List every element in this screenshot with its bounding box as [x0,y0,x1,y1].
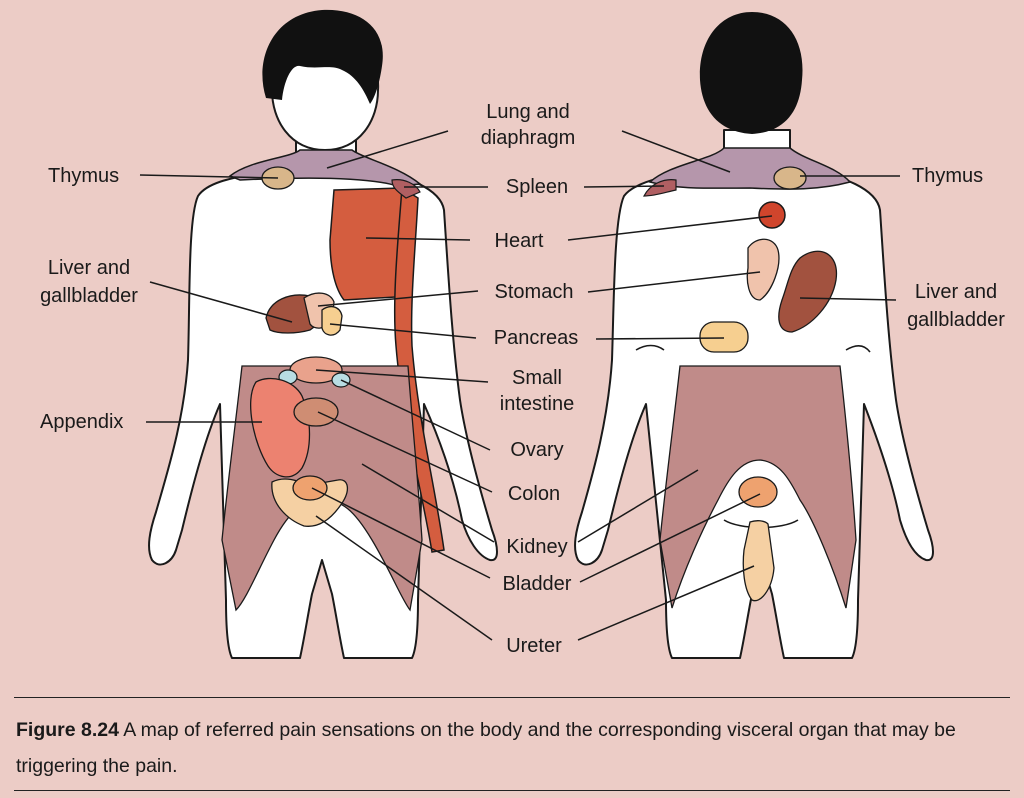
label-ovary: Ovary [510,439,563,461]
caption-top-rule [14,697,1010,698]
label-small-intestine-line2: intestine [500,393,575,415]
label-liver-left-line2: gallbladder [40,285,138,307]
leader-lines [139,130,900,641]
front-spleen-region [391,179,421,199]
caption-bottom-rule [14,790,1010,791]
back-head-hair [699,12,803,134]
label-spleen: Spleen [506,176,568,198]
front-colon-region [293,397,339,427]
referred-pain-diagram: Lung and diaphragm Thymus Thymus Spleen … [40,9,1005,659]
caption-figure-number: Figure 8.24 [16,719,119,741]
back-stomach-region [746,238,780,301]
label-lung-diaphragm-line2: diaphragm [481,127,576,149]
label-liver-left-line1: Liver and [48,257,130,279]
back-heart-region [758,201,786,229]
front-hair [262,9,383,104]
label-small-intestine-line1: Small [512,367,562,389]
label-lung-diaphragm-line1: Lung and [486,101,569,123]
label-bladder: Bladder [503,573,572,595]
label-heart: Heart [495,230,544,252]
caption-text: A map of referred pain sensations on the… [16,719,956,777]
front-body [148,9,498,659]
back-kidney-region [659,365,857,609]
label-appendix: Appendix [40,411,123,433]
back-body [574,12,934,659]
label-stomach: Stomach [495,281,574,303]
front-heart-arm-stripe [393,186,445,553]
label-thymus-right: Thymus [912,165,983,187]
label-thymus-left: Thymus [48,165,119,187]
back-bladder-region [738,476,778,508]
back-lung-diaphragm-region [648,147,852,190]
back-ureter-region [742,520,775,602]
front-appendix-region [250,377,311,478]
label-colon: Colon [508,483,560,505]
label-liver-right-line2: gallbladder [907,309,1005,331]
front-pancreas-region [321,305,343,336]
back-liver-region [778,250,838,333]
label-kidney: Kidney [506,536,567,558]
back-pancreas-region [699,321,749,353]
figure-caption: Figure 8.24 A map of referred pain sensa… [16,712,1008,784]
label-ureter: Ureter [506,635,562,657]
front-bladder-region [292,475,328,501]
back-thymus-region [773,166,807,190]
label-pancreas: Pancreas [494,327,579,349]
labels: Lung and diaphragm Thymus Thymus Spleen … [40,101,1005,657]
label-liver-right-line1: Liver and [915,281,997,303]
